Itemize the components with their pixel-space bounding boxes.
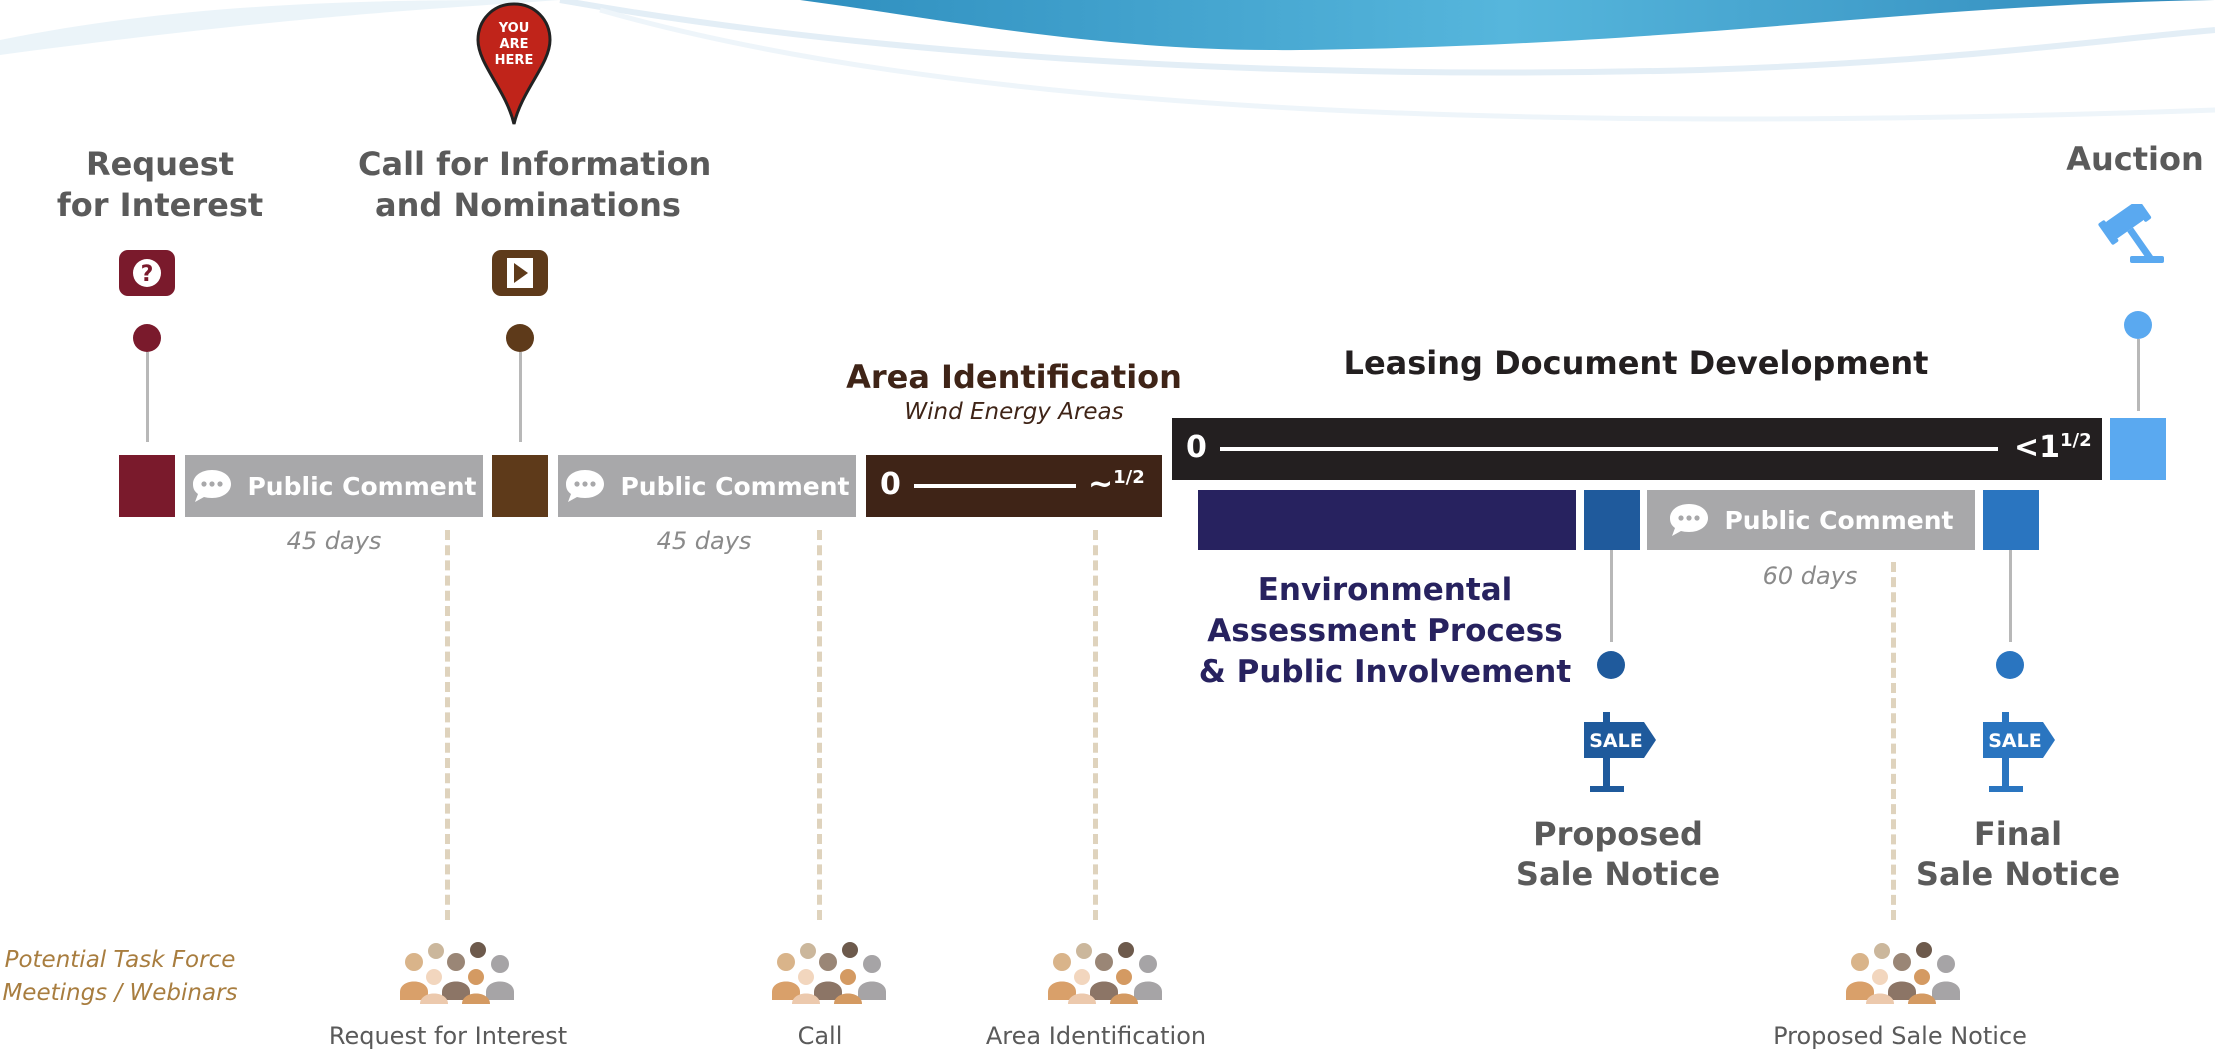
auction-block [2110,418,2166,480]
question-icon: ? [119,250,175,296]
task-force-group-label: Request for Interest [328,1022,568,1050]
auction-title: Auction [2066,140,2204,178]
proposed-sale-dot [1597,651,1625,679]
proposed-sale-title: Proposed Sale Notice [1515,815,1721,893]
rfi-connector [146,352,149,442]
public-comment-bar-3: Public Comment [1647,490,1975,550]
task-force-connector [1891,562,1896,920]
auction-connector [2137,339,2140,411]
people-group-icon [772,942,886,1004]
gavel-icon [2098,204,2164,263]
task-force-connector [1093,530,1098,920]
call-title: Call for Information and Nominations [358,145,712,224]
call-connector [519,352,522,442]
rfi-title: Request for Interest [56,145,264,224]
water-banner [0,0,2215,122]
sale-sign-text: SALE [1589,730,1642,752]
task-force-connector [445,530,450,920]
sale-sign-icon: SALE [1584,712,1656,792]
pin-text-1: YOU [498,21,530,36]
final-sale-connector [2009,550,2012,642]
env-assessment-bar [1198,490,1576,550]
leasing-range-start: 0 [1186,430,1207,465]
area-duration-bar: 0 ~1/2 [866,455,1162,517]
comment-days-3: 60 days [1762,562,1858,590]
task-force-label: Potential Task Force Meetings / Webinars [2,947,238,1006]
area-range-end: ~1/2 [1088,467,1145,502]
people-group-icon [400,942,514,1004]
leasing-title: Leasing Document Development [1343,344,1929,382]
sale-sign-text: SALE [1988,730,2041,752]
final-sale-dot [1996,651,2024,679]
public-comment-bar-2: Public Comment [558,455,856,517]
call-block [492,455,548,517]
map-pin-icon: YOU ARE HERE [476,2,552,125]
people-group-icon [1048,942,1162,1004]
task-force-group-label: Area Identification [985,1022,1207,1050]
public-comment-label: Public Comment [247,471,477,501]
leasing-range-end: <11/2 [2014,430,2092,465]
area-range-start: 0 [880,467,901,502]
task-force-group-label: Proposed Sale Notice [1773,1022,2027,1050]
speech-bubble-icon [566,470,605,502]
area-range-line [914,484,1076,488]
leasing-duration-bar: 0 <11/2 [1172,418,2102,480]
play-icon [492,250,548,296]
public-comment-label: Public Comment [1724,505,1954,535]
rfi-block [119,455,175,517]
svg-text:?: ? [141,262,154,287]
comment-days-1: 45 days [286,527,382,555]
auction-dot [2124,311,2152,339]
proposed-sale-block [1584,490,1640,550]
speech-bubble-icon [193,470,232,502]
public-comment-label: Public Comment [620,471,850,501]
leasing-range-line [1220,447,1998,451]
task-force-connector [817,530,822,920]
area-title: Area Identification [846,358,1182,396]
pin-text-2: ARE [500,37,529,52]
sale-sign-icon: SALE [1983,712,2055,792]
public-comment-bar-1: Public Comment [185,455,483,517]
speech-bubble-icon [1670,504,1709,536]
proposed-sale-connector [1610,550,1613,642]
env-assessment-title: Environmental Assessment Process & Publi… [1198,572,1572,690]
comment-days-2: 45 days [656,527,752,555]
final-sale-block [1983,490,2039,550]
area-subtitle: Wind Energy Areas [904,399,1124,425]
pin-text-3: HERE [495,53,534,68]
final-sale-title: Final Sale Notice [1915,815,2121,893]
people-group-icon [1846,942,1960,1004]
rfi-dot [133,324,161,352]
call-dot [506,324,534,352]
task-force-group-label: Call [797,1022,843,1050]
